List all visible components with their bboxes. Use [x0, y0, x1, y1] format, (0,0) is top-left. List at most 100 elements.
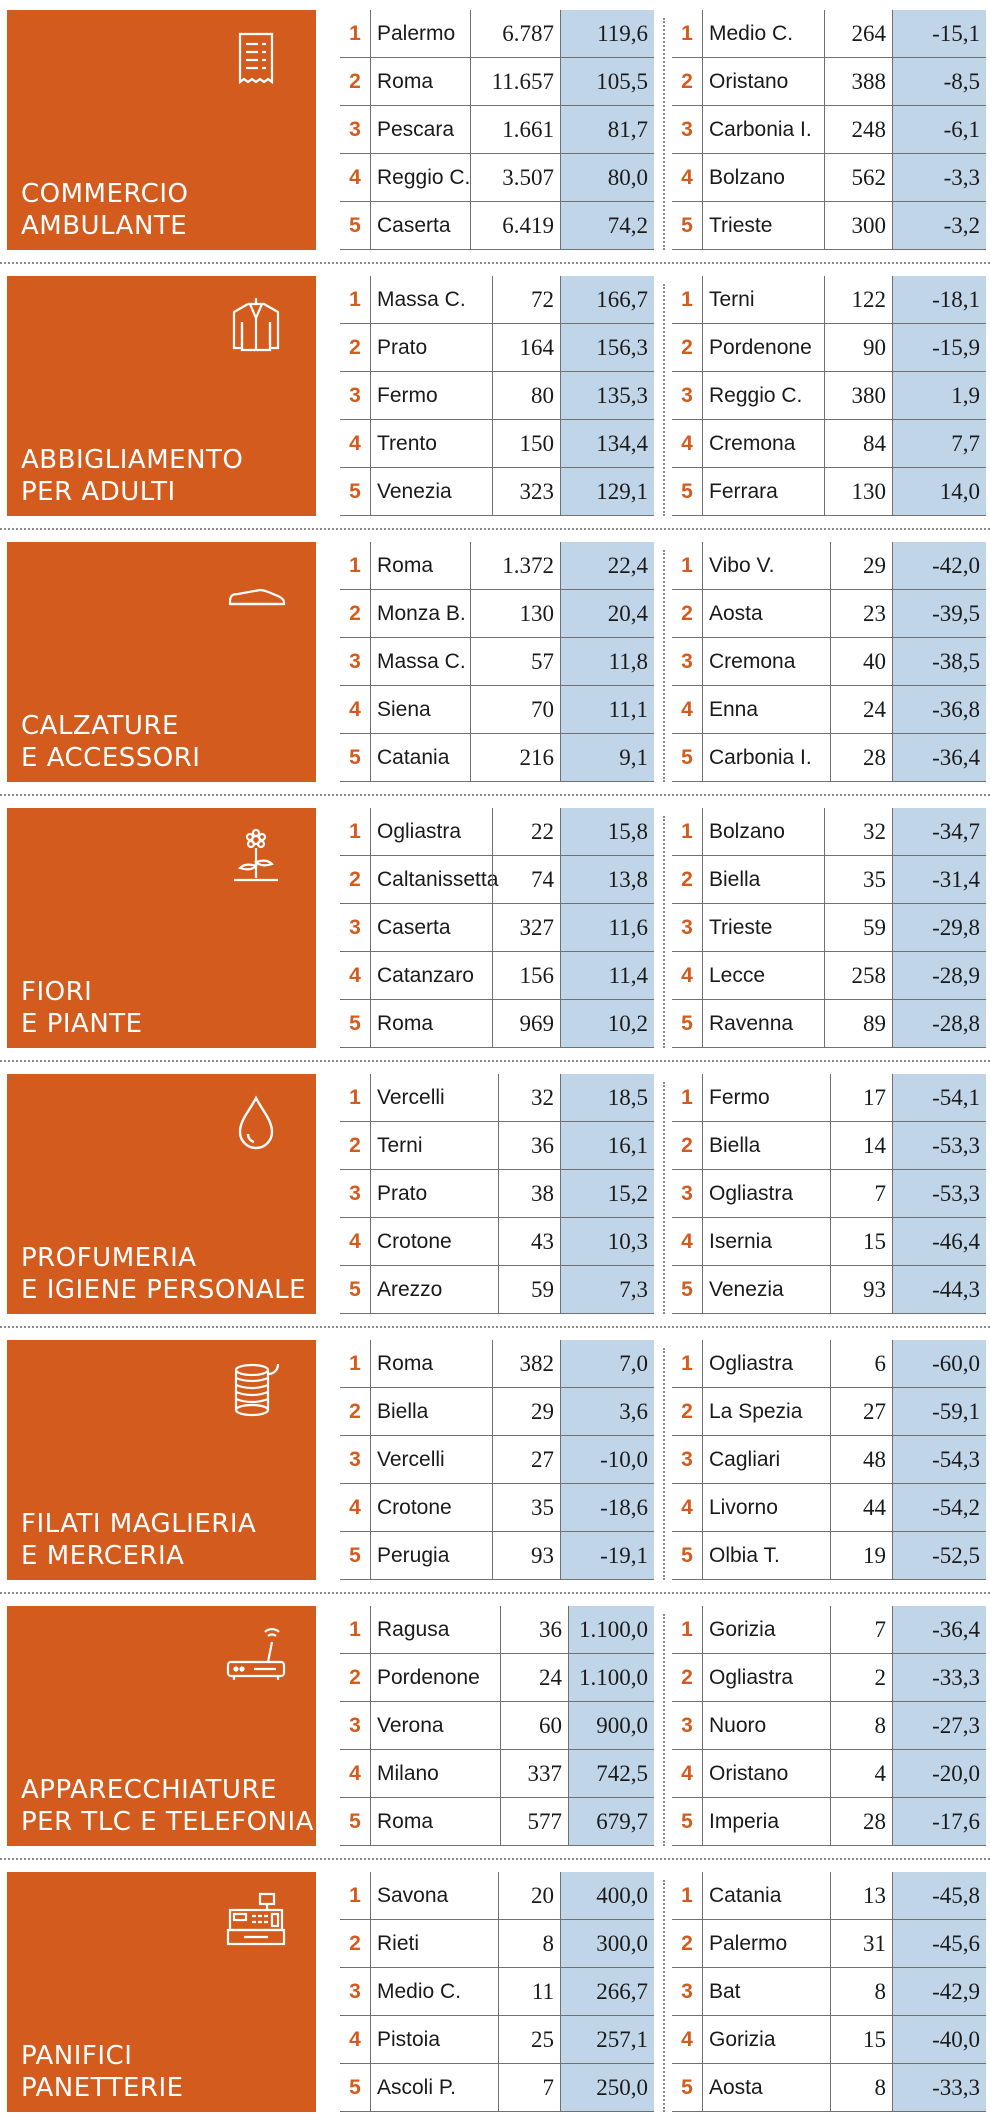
- row-divider: [340, 903, 654, 904]
- rank-number: 3: [681, 1182, 693, 1205]
- count-value: 32: [498, 1074, 560, 1121]
- rank-number: 3: [681, 1980, 693, 2003]
- percent-change: -36,4: [892, 1606, 986, 1653]
- count-value: 130: [824, 468, 892, 515]
- row-divider: [672, 1749, 986, 1750]
- column-separator: [663, 284, 665, 516]
- rank-number: 1: [349, 1618, 361, 1641]
- rank-number: 4: [681, 1762, 693, 1785]
- province-name: Siena: [370, 686, 471, 733]
- rank-number: 3: [681, 384, 693, 407]
- row-divider: [672, 105, 986, 106]
- rank-number: 2: [349, 1134, 361, 1157]
- row-divider: [340, 153, 654, 154]
- count-value: 7: [830, 1606, 892, 1653]
- category-title-line: PROFUMERIA: [21, 1243, 197, 1273]
- row-divider: [672, 2111, 986, 2112]
- province-name: Massa C.: [370, 276, 493, 323]
- percent-change: -53,3: [892, 1170, 986, 1217]
- rank-number: 4: [349, 964, 361, 987]
- count-value: 28: [830, 1798, 892, 1845]
- rank-number: 1: [681, 1618, 693, 1641]
- percent-change: 742,5: [568, 1750, 654, 1797]
- row-divider: [340, 855, 654, 856]
- rank-number: 3: [349, 384, 361, 407]
- rank-number: 5: [349, 1810, 361, 1833]
- percent-change: 11,8: [560, 638, 654, 685]
- percent-change: 900,0: [568, 1702, 654, 1749]
- percent-change: 166,7: [560, 276, 654, 323]
- province-name: Trieste: [702, 904, 825, 951]
- row-divider: [672, 1653, 986, 1654]
- percent-change: 400,0: [560, 1872, 654, 1919]
- row-divider: [672, 2063, 986, 2064]
- row-divider: [340, 1387, 654, 1388]
- row-divider: [340, 323, 654, 324]
- count-value: 3.507: [470, 154, 560, 201]
- percent-change: -34,7: [892, 808, 986, 855]
- percent-change: 679,7: [568, 1798, 654, 1845]
- count-value: 19: [830, 1532, 892, 1579]
- count-value: 31: [830, 1920, 892, 1967]
- province-name: Fermo: [702, 1074, 831, 1121]
- province-name: Gorizia: [702, 2016, 831, 2063]
- row-divider: [340, 733, 654, 734]
- count-value: 93: [492, 1532, 560, 1579]
- count-value: 20: [498, 1872, 560, 1919]
- jacket-icon: [224, 294, 288, 358]
- province-name: Ragusa: [370, 1606, 501, 1653]
- percent-change: 7,0: [560, 1340, 654, 1387]
- percent-change: -17,6: [892, 1798, 986, 1845]
- count-value: 27: [830, 1388, 892, 1435]
- province-name: Ascoli P.: [370, 2064, 499, 2111]
- rank-number: 2: [681, 70, 693, 93]
- province-name: Caserta: [370, 904, 493, 951]
- column-separator: [663, 18, 665, 250]
- percent-change: -33,3: [892, 1654, 986, 1701]
- row-divider: [672, 637, 986, 638]
- rank-number: 4: [681, 1496, 693, 1519]
- rank-number: 4: [349, 2028, 361, 2051]
- count-value: 35: [824, 856, 892, 903]
- percent-change: -42,0: [892, 542, 986, 589]
- row-divider: [340, 57, 654, 58]
- province-name: Prato: [370, 1170, 499, 1217]
- row-divider: [340, 1797, 654, 1798]
- percent-change: 11,6: [560, 904, 654, 951]
- category-title-line: E PIANTE: [21, 1009, 143, 1039]
- count-value: 93: [830, 1266, 892, 1313]
- percent-change: -18,6: [560, 1484, 654, 1531]
- percent-change: 10,3: [560, 1218, 654, 1265]
- province-name: Oristano: [702, 58, 825, 105]
- rank-number: 5: [681, 1810, 693, 1833]
- row-divider: [672, 153, 986, 154]
